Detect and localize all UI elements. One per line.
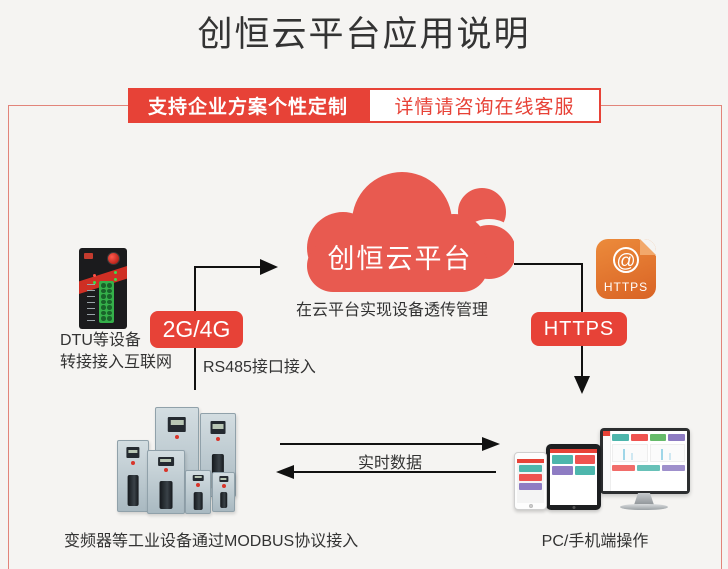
dashboard-card-row	[612, 434, 685, 441]
vfd-equipment-icon	[112, 398, 248, 514]
vfd-unit	[117, 440, 149, 512]
vfd-red-button	[216, 436, 220, 441]
realtime-data-label: 实时数据	[357, 455, 422, 472]
dtu-antenna-button	[107, 252, 120, 265]
vfd-vent-panel	[193, 491, 203, 511]
dashboard-logo-chip	[603, 431, 610, 436]
dtu-caption: DTU等设备 转接接入互联网	[60, 330, 172, 374]
dtu-terminal-block	[99, 281, 114, 323]
vfd-red-button	[196, 482, 200, 487]
dashboard-card-row-2	[612, 465, 685, 471]
dashboard-sidebar	[603, 431, 611, 491]
dtu-caption-line1: DTU等设备	[60, 332, 141, 349]
tablet-home-button	[572, 506, 575, 509]
dtu-logo	[84, 253, 93, 259]
vfd-display	[210, 421, 226, 435]
cloud-icon	[307, 172, 514, 292]
arrowhead-left-to-equipment	[276, 465, 294, 479]
at-symbol-icon: @	[613, 247, 639, 273]
dtu-pin-labels	[87, 284, 95, 322]
badge-2g4g: 2G/4G	[150, 311, 243, 348]
vfd-display	[192, 474, 204, 482]
badge-https: HTTPS	[531, 312, 627, 346]
phone-dashboard-cards	[519, 465, 542, 490]
tablet-dashboard-header	[550, 449, 597, 453]
https-file-icon: @ HTTPS	[596, 239, 656, 299]
arrowhead-right-to-cloud	[260, 259, 278, 275]
vfd-vent-panel	[219, 491, 228, 509]
tablet-screen	[550, 449, 597, 505]
dtu-to-cloud-line	[194, 266, 262, 390]
https-file-corner-fold	[640, 239, 656, 255]
promo-banner: 支持企业方案个性定制 详情请咨询在线客服	[128, 88, 601, 123]
vfd-vent-panel	[159, 481, 173, 509]
phone-screen	[517, 459, 544, 503]
vfd-unit	[185, 470, 211, 514]
dtu-led-run	[93, 281, 96, 284]
banner-contact-label[interactable]: 详情请咨询在线客服	[368, 88, 601, 123]
equipment-caption: 变频器等工业设备通过MODBUS协议接入	[64, 533, 359, 550]
vfd-red-button	[131, 460, 135, 465]
pc-devices-icon	[510, 424, 700, 516]
vfd-display	[167, 416, 187, 433]
dtu-led-gprs	[114, 278, 117, 281]
pc-caption: PC/手机端操作	[541, 533, 649, 550]
monitor-base	[620, 504, 668, 510]
monitor-icon	[600, 428, 690, 494]
vfd-display	[158, 456, 174, 467]
banner-customization-label: 支持企业方案个性定制	[128, 88, 368, 123]
tablet-icon	[546, 444, 601, 510]
dtu-led-power	[93, 274, 96, 277]
vfd-red-button	[175, 435, 179, 440]
arrowhead-right-to-monitor	[482, 437, 500, 451]
phone-icon	[514, 452, 547, 510]
vfd-unit	[147, 450, 185, 514]
monitor-screen	[603, 431, 687, 491]
dtu-device-icon	[79, 248, 127, 329]
tablet-dashboard-cards	[552, 455, 595, 475]
cloud-platform-label: 创恒云平台	[327, 244, 473, 274]
rs485-label: RS485接口接入	[203, 359, 316, 376]
arrowheads	[260, 259, 590, 479]
arrowhead-down-to-pc	[574, 376, 590, 394]
cloud-caption: 在云平台实现设备透传管理	[295, 302, 488, 319]
page-title: 创恒云平台应用说明	[197, 15, 531, 54]
vfd-display	[218, 476, 229, 483]
vfd-display	[126, 447, 140, 459]
phone-home-button	[528, 504, 533, 508]
dtu-caption-line2: 转接接入互联网	[60, 354, 173, 371]
dashboard-charts	[612, 444, 685, 462]
vfd-vent-panel	[127, 475, 139, 507]
dtu-led-link	[114, 271, 117, 274]
vfd-unit	[212, 472, 235, 512]
monitor-stand	[634, 493, 654, 505]
vfd-red-button	[164, 468, 168, 473]
https-file-icon-label: HTTPS	[603, 280, 649, 294]
vfd-red-button	[221, 483, 226, 488]
phone-dashboard-header	[517, 459, 544, 463]
